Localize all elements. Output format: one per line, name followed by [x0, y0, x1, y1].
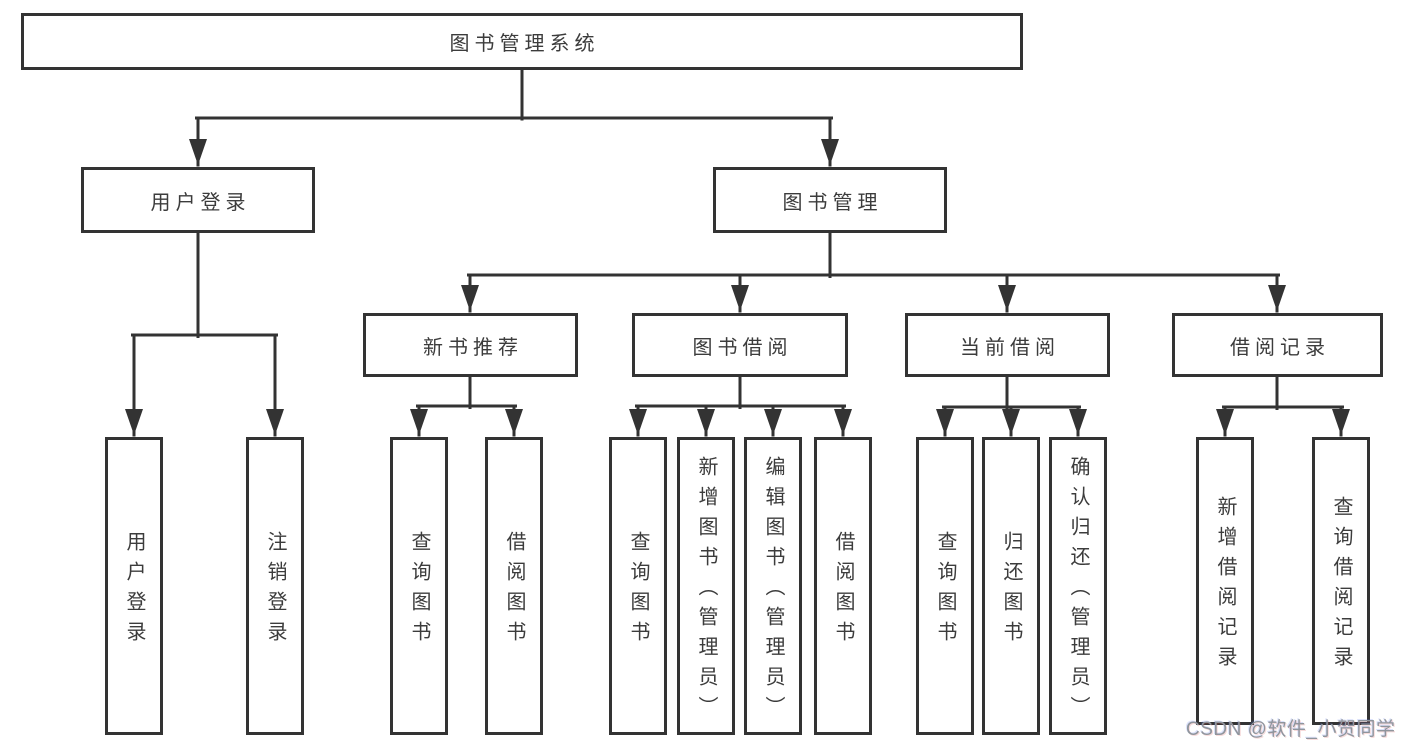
node-current-borrow: 当前借阅 — [905, 313, 1110, 377]
leaf-bb-borrow-book: 借阅图书 — [814, 437, 872, 735]
node-label: 借阅记录 — [1230, 336, 1330, 359]
leaf-nbr-query-book: 查询图书 — [390, 437, 448, 735]
node-book-borrow: 图书借阅 — [632, 313, 848, 377]
node-label: 用户登录 — [150, 191, 251, 214]
node-label: 图书借阅 — [692, 336, 793, 359]
node-label: 查询图书 — [934, 531, 956, 651]
node-label: 归还图书 — [1000, 531, 1022, 651]
leaf-user-login: 用户登录 — [105, 437, 163, 735]
leaf-nbr-borrow-book: 借阅图书 — [485, 437, 543, 735]
node-label: 借阅图书 — [832, 531, 854, 651]
leaf-logout-login: 注销登录 — [246, 437, 304, 735]
node-user-login: 用户登录 — [81, 167, 315, 233]
node-label: 新增图书（管理员） — [695, 456, 717, 726]
leaf-bb-add-book-admin: 新增图书（管理员） — [677, 437, 735, 735]
node-label: 查询图书 — [408, 531, 430, 651]
node-label: 新增借阅记录 — [1214, 496, 1236, 676]
node-book-management: 图书管理 — [713, 167, 947, 233]
node-label: 图书管理 — [782, 191, 883, 214]
node-label: 编辑图书（管理员） — [762, 456, 784, 726]
leaf-cb-return-book: 归还图书 — [982, 437, 1040, 735]
leaf-bb-query-book: 查询图书 — [609, 437, 667, 735]
node-label: 当前借阅 — [960, 336, 1060, 359]
node-new-book-recommend: 新书推荐 — [363, 313, 578, 377]
node-label: 注销登录 — [264, 531, 286, 651]
node-label: 查询借阅记录 — [1330, 496, 1352, 676]
leaf-br-add-record: 新增借阅记录 — [1196, 437, 1254, 725]
node-borrow-records: 借阅记录 — [1172, 313, 1383, 377]
leaf-bb-edit-book-admin: 编辑图书（管理员） — [744, 437, 802, 735]
node-root-library-system: 图书管理系统 — [21, 13, 1023, 70]
node-label: 新书推荐 — [423, 336, 523, 359]
node-label: 图书管理系统 — [449, 33, 600, 55]
leaf-br-query-record: 查询借阅记录 — [1312, 437, 1370, 725]
leaf-cb-confirm-return-admin: 确认归还（管理员） — [1049, 437, 1107, 735]
csdn-watermark: CSDN @软件_小贺同学 — [1186, 719, 1396, 740]
node-label: 用户登录 — [123, 531, 145, 651]
node-label: 查询图书 — [627, 531, 649, 651]
node-label: 借阅图书 — [503, 531, 525, 651]
leaf-cb-query-book: 查询图书 — [916, 437, 974, 735]
node-label: 确认归还（管理员） — [1067, 456, 1089, 726]
